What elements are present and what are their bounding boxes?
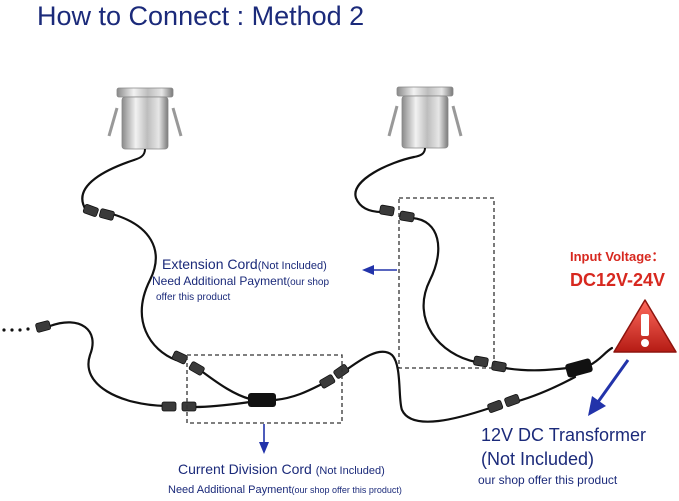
division-box (248, 393, 276, 407)
transformer-name: 12V DC Transformer (481, 425, 647, 445)
extension-cord-note: (Not Included) (257, 260, 327, 272)
continuation-dots (2, 327, 30, 332)
arrow-icon (588, 359, 630, 416)
division-cord-highlight (186, 354, 343, 424)
arrow-icon (362, 265, 397, 275)
arrow-icon (259, 424, 269, 454)
extension-cord-label: Extension Cord(Not Included) (162, 256, 327, 272)
extension-cord-payment-main: Need Additional Payment (152, 274, 287, 288)
extension-cord-payment-note: (our shop (286, 277, 330, 288)
division-cord-note: (Not Included) (315, 465, 385, 477)
division-cord-name: Current Division Cord (178, 461, 312, 477)
extension-cord-highlight (398, 197, 495, 369)
wires (48, 155, 614, 423)
division-cord-payment-main: Need Additional Payment (168, 484, 292, 496)
input-voltage-label: Input Voltage： (570, 249, 665, 264)
warning-triangle-icon (613, 299, 677, 353)
extension-cord-name: Extension Cord (162, 256, 258, 272)
division-cord-payment-note: (our shop offer this product) (291, 485, 402, 495)
division-cord-payment: Need Additional Payment(our shop offer t… (168, 484, 402, 496)
transformer-offer: our shop offer this product (478, 473, 618, 487)
input-voltage-value: DC12V-24V (570, 270, 666, 290)
transformer-box (565, 358, 593, 378)
extension-cord-payment: Need Additional Payment(our shop (152, 274, 329, 288)
division-cord-label: Current Division Cord (Not Included) (178, 461, 385, 477)
connectors (35, 204, 521, 413)
downlight-icon (107, 87, 183, 161)
downlight-icon (387, 86, 463, 158)
page-title: How to Connect : Method 2 (37, 1, 365, 31)
transformer-note: (Not Included) (481, 449, 595, 469)
extension-cord-offer: offer this product (156, 292, 231, 303)
